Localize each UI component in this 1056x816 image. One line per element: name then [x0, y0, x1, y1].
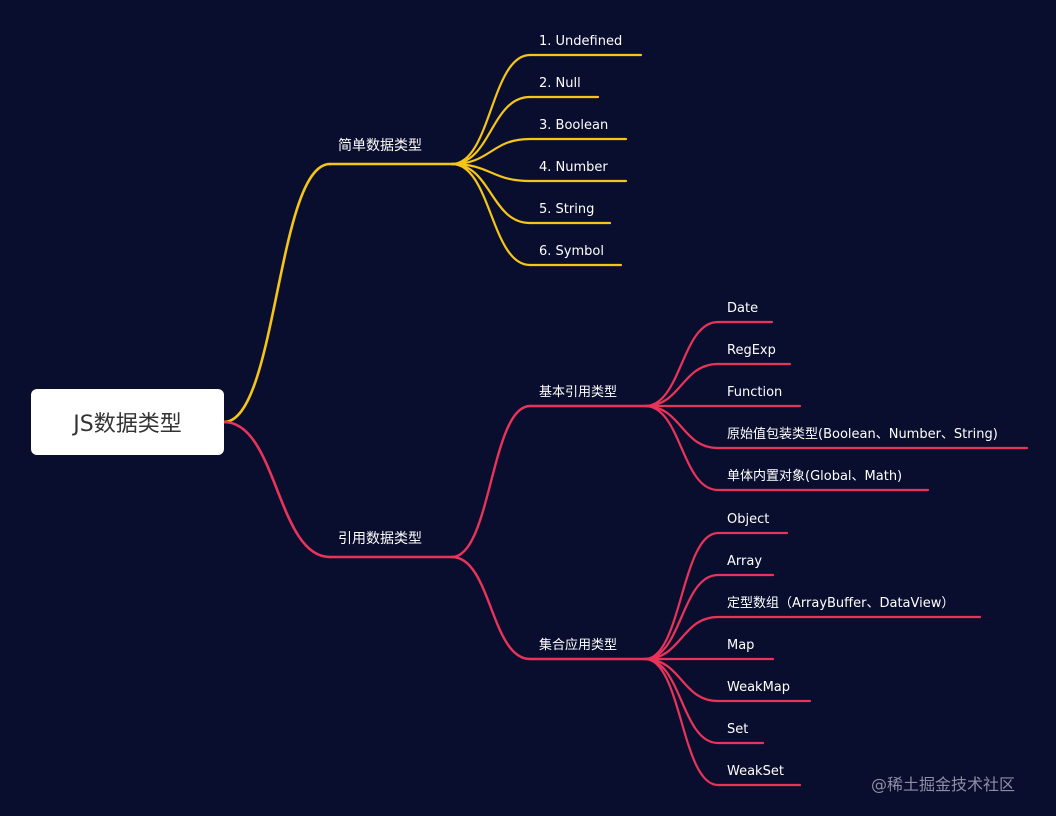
link-basic-item [643, 404, 720, 492]
collection-item[interactable]: Array [727, 554, 763, 569]
link-collection-item [643, 657, 720, 703]
link-collection-item [643, 657, 720, 745]
link-reference-collection [450, 555, 532, 661]
link-reference-basic [450, 404, 532, 559]
basic-item[interactable]: Date [727, 301, 759, 316]
link-basic-item [643, 320, 720, 408]
collection-item[interactable]: Object [727, 512, 770, 527]
link-basic-item [643, 362, 720, 408]
link-primitive-item [450, 95, 532, 166]
primitive-item[interactable]: 6. Symbol [539, 244, 604, 259]
basic-item[interactable]: RegExp [727, 343, 776, 358]
primitive-item[interactable]: 5. String [539, 202, 595, 217]
basic-item[interactable]: 单体内置对象(Global、Math) [727, 469, 903, 484]
collection-item[interactable]: WeakSet [727, 764, 784, 779]
primitive-item[interactable]: 3. Boolean [539, 118, 609, 133]
category-label-reference[interactable]: 引用数据类型 [338, 531, 422, 547]
collection-item[interactable]: Set [727, 722, 749, 737]
primitive-item[interactable]: 1. Undefined [539, 34, 623, 49]
basic-item[interactable]: Function [727, 385, 783, 400]
link-collection-item [643, 615, 720, 661]
collection-item[interactable]: 定型数组（ArrayBuffer、DataView） [727, 596, 955, 611]
link-primitive-item [450, 53, 532, 166]
subcategory-label-collection[interactable]: 集合应用类型 [539, 638, 618, 653]
link-root-reference [222, 420, 332, 559]
link-collection-item [643, 573, 720, 661]
primitive-item[interactable]: 2. Null [539, 76, 581, 91]
link-root-primitive [222, 162, 332, 424]
link-primitive-item [450, 137, 532, 166]
collection-item[interactable]: Map [727, 638, 755, 653]
basic-item[interactable]: 原始值包装类型(Boolean、Number、String) [727, 427, 998, 442]
root-node[interactable]: JS数据类型 [31, 389, 224, 455]
collection-item[interactable]: WeakMap [727, 680, 791, 695]
watermark: @稀土掘金技术社区 [871, 775, 1016, 794]
link-primitive-item [450, 162, 532, 183]
subcategory-label-basic[interactable]: 基本引用类型 [539, 385, 618, 400]
link-basic-item [643, 404, 720, 450]
link-primitive-item [450, 162, 532, 267]
primitive-item[interactable]: 4. Number [539, 160, 608, 175]
root-label: JS数据类型 [73, 412, 182, 437]
link-collection-item [643, 531, 720, 661]
category-label-primitive[interactable]: 简单数据类型 [338, 138, 422, 154]
link-collection-item [643, 657, 720, 787]
